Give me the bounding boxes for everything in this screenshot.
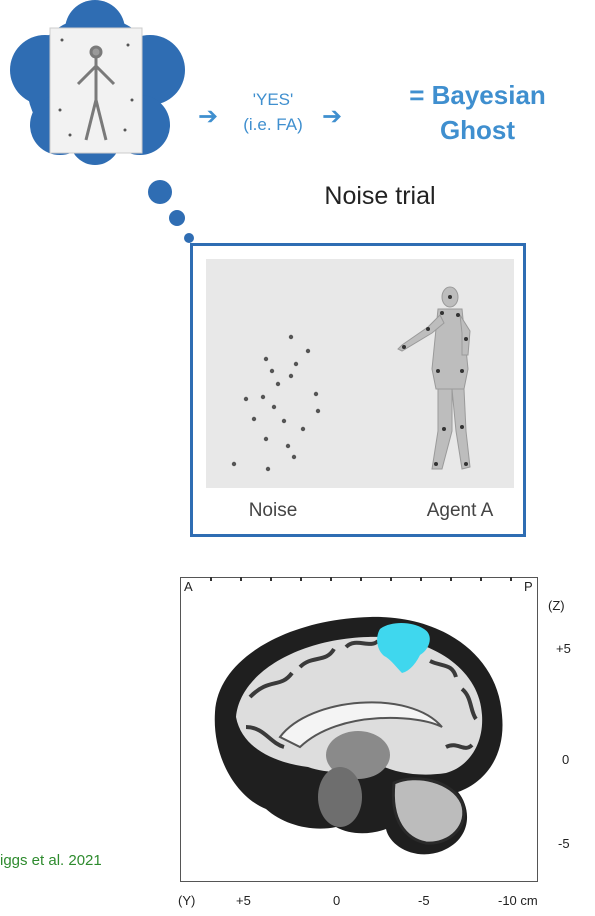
z-tick-0: 0	[562, 752, 570, 767]
agent-figure	[397, 286, 471, 470]
brain-scan-image	[210, 577, 512, 855]
arrow-2-icon: ➔	[322, 103, 343, 130]
y-axis-label: (Y)	[178, 893, 196, 908]
y-tick-minus10: -10 cm	[498, 893, 538, 908]
thought-cloud	[10, 0, 194, 243]
thought-bubble-large	[148, 180, 172, 204]
frame-ticks	[210, 577, 512, 581]
arrow-1-icon: ➔	[198, 103, 219, 130]
y-tick-minus5: -5	[418, 893, 430, 908]
yes-label: 'YES'	[252, 90, 294, 109]
false-alarm-label: (i.e. FA)	[243, 115, 303, 134]
y-tick-0: 0	[333, 893, 341, 908]
bayesian-ghost-line1: = Bayesian	[409, 80, 546, 110]
z-axis-label: (Z)	[548, 598, 565, 613]
z-tick-minus5: -5	[558, 836, 570, 851]
brain-posterior-label: P	[524, 579, 533, 594]
y-tick-plus5: +5	[236, 893, 251, 908]
highlighted-region	[377, 623, 430, 673]
thought-stick-figure	[76, 45, 116, 141]
thought-bubble-small	[184, 233, 194, 243]
citation: iggs et al. 2021	[0, 852, 102, 869]
agent-a-label: Agent A	[426, 500, 494, 521]
z-tick-plus5: +5	[556, 641, 571, 656]
bayesian-ghost-line2: Ghost	[439, 115, 516, 145]
noise-dots	[231, 334, 321, 472]
noise-label: Noise	[248, 500, 298, 521]
brain-anterior-label: A	[184, 579, 193, 594]
trial-title: Noise trial	[324, 182, 436, 210]
thought-bubble-medium	[169, 210, 185, 226]
